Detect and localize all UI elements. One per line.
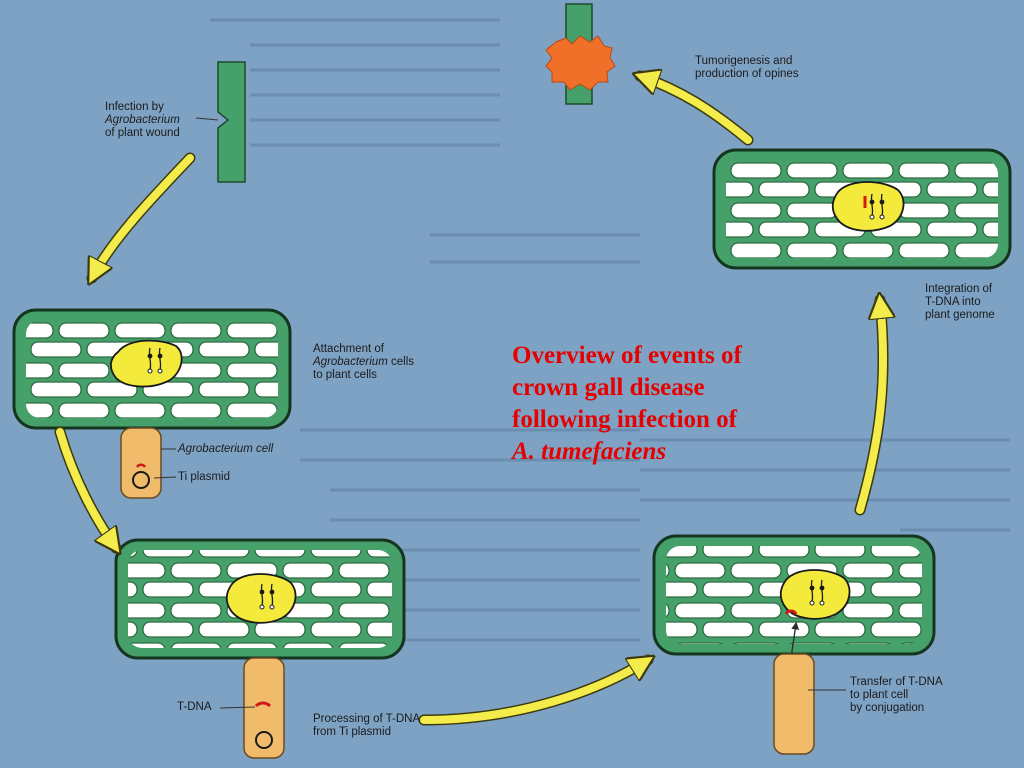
label-agrobacterium-cell: Agrobacterium cell [178,443,274,455]
label-ti-plasmid: Ti plasmid [178,471,230,483]
agrobacterium-cell-attached [120,427,177,499]
diagram-headline: Overview of events of crown gall disease… [512,340,842,468]
agrobacterium-cell-processing [219,657,285,759]
label-transfer: Transfer of T-DNA to plant cell by conju… [850,676,943,714]
label-integration: Integration of T-DNA into plant genome [925,283,995,321]
label-processing: Processing of T-DNA from Ti plasmid [313,713,421,738]
tissue-panel-attachment [12,308,292,430]
wounded-stem [195,61,246,183]
headline-line-2: crown gall disease [512,374,705,401]
background-text-texture [210,18,1010,642]
headline-line-1: Overview of events of [512,342,742,369]
headline-line-3: following infection of [512,406,737,433]
label-infection: Infection by Agrobacterium of plant woun… [105,101,180,139]
tumor-gall [545,35,616,91]
label-attachment: Attachment of Agrobacterium cells to pla… [313,343,414,381]
tissue-panel-transfer [652,534,936,659]
label-tumorigenesis: Tumorigenesis and production of opines [695,55,799,80]
tumor-stem [545,3,616,105]
label-tdna: T-DNA [177,701,212,713]
arrow-processing-to-transfer [418,654,654,726]
headline-line-4: A. tumefaciens [512,438,667,465]
tissue-panel-processing [114,538,406,660]
process-arrows [54,76,883,726]
tissue-panel-integration [712,148,1012,270]
agrobacterium-cell-transfer [773,653,846,755]
